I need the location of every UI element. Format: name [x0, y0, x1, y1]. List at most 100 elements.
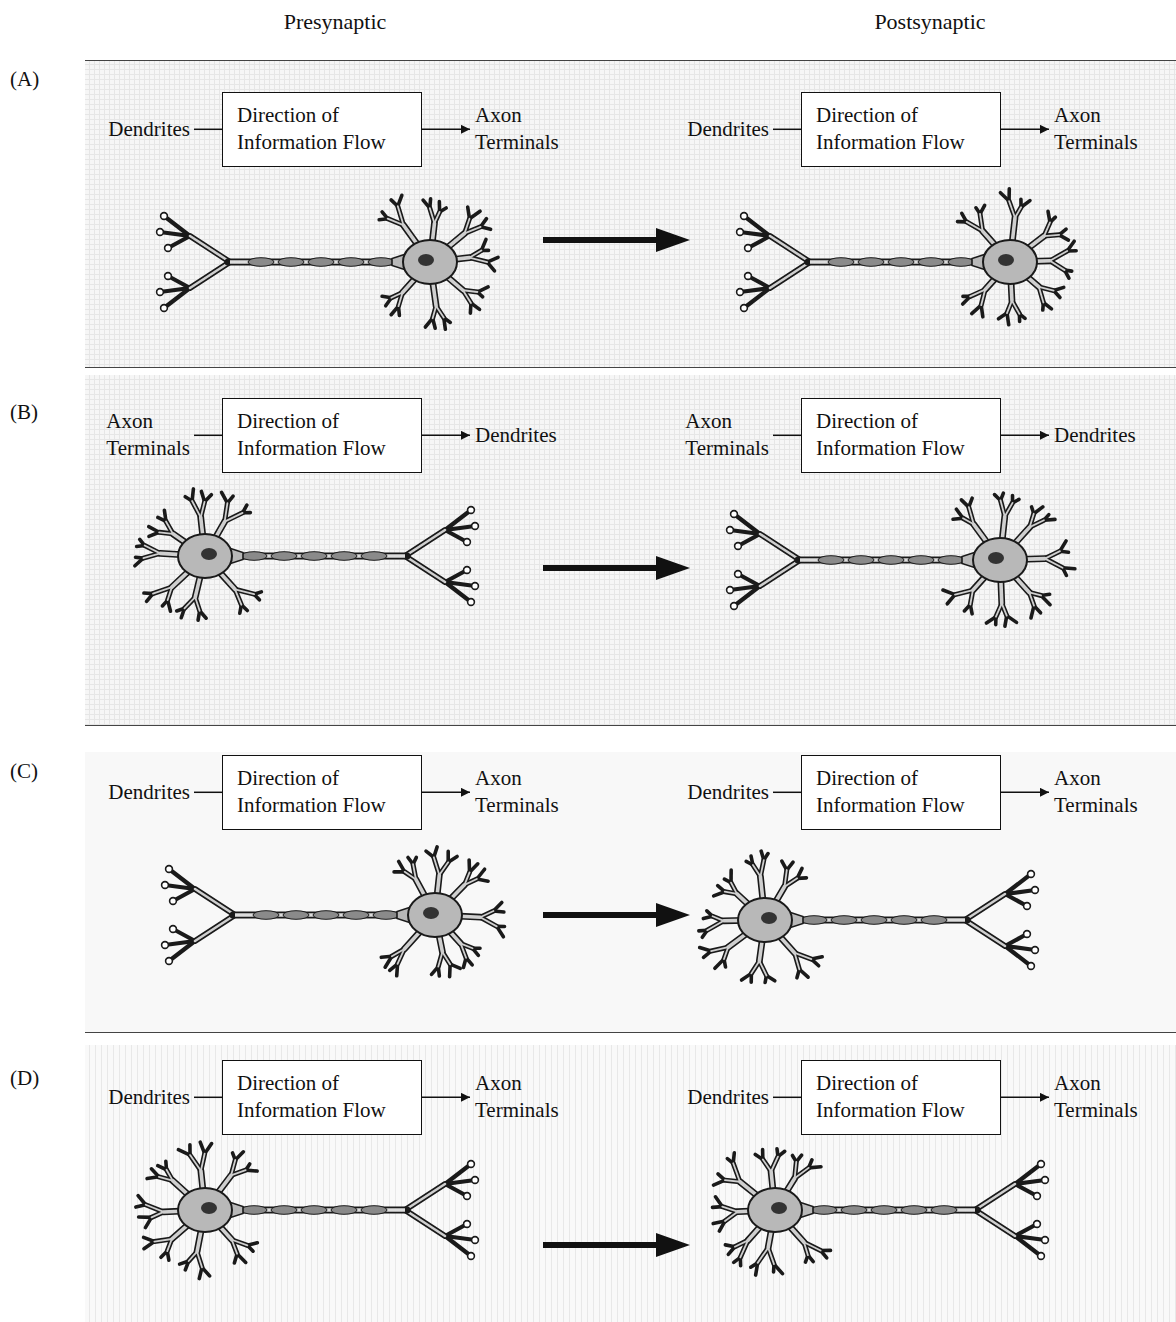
- neurite-core: [1002, 517, 1005, 541]
- neurite: [733, 1163, 740, 1182]
- neurite: [379, 219, 387, 220]
- neurite: [160, 288, 190, 292]
- axon: [227, 553, 407, 560]
- neurite: [730, 530, 760, 534]
- neurite: [438, 202, 442, 212]
- neurite-core: [434, 857, 440, 875]
- neurite: [763, 1159, 771, 1171]
- neurite: [715, 959, 724, 968]
- box-text: Direction of Information Flow: [237, 765, 407, 820]
- myelin-sheaths: [241, 552, 387, 561]
- neurite: [444, 318, 451, 323]
- neurite-fill: [146, 1154, 445, 1268]
- terminal-buttons: [727, 511, 742, 610]
- neurite: [192, 501, 201, 517]
- neurite: [976, 208, 980, 214]
- neurite-core: [967, 222, 983, 231]
- neurite: [1002, 603, 1007, 615]
- myelin-sheaths: [828, 258, 974, 267]
- terminal-button: [166, 958, 173, 965]
- neurite: [205, 1144, 212, 1154]
- terminal-button: [166, 866, 173, 873]
- neurite: [758, 1248, 769, 1263]
- neurite: [136, 556, 144, 560]
- myelin-sheath: [308, 258, 334, 267]
- neurite: [433, 318, 436, 328]
- neurite-core: [1044, 222, 1050, 236]
- neurite: [225, 513, 243, 522]
- neurite: [1000, 193, 1009, 201]
- myelin-sheath: [901, 1206, 927, 1215]
- neurite: [386, 298, 392, 306]
- neurite: [391, 306, 398, 315]
- nucleus: [761, 912, 777, 924]
- neurite: [733, 1153, 734, 1163]
- neurite: [764, 854, 768, 861]
- box-text: Direction of Information Flow: [816, 765, 986, 820]
- neurite: [177, 608, 185, 611]
- cell-body: [983, 240, 1037, 284]
- neurite: [1005, 890, 1035, 894]
- flow-leader: [773, 435, 801, 437]
- neurite: [1044, 222, 1050, 236]
- neurite-fill: [770, 201, 1067, 314]
- flow-box: Direction of Information Flow: [801, 92, 1001, 167]
- terminal-button: [731, 603, 738, 610]
- nucleus: [988, 552, 1004, 564]
- myelin-sheath: [861, 916, 887, 925]
- neurite-core: [143, 553, 160, 558]
- neurite: [770, 262, 810, 288]
- neurite: [138, 1196, 146, 1205]
- neurite: [164, 1161, 168, 1169]
- neurite: [970, 604, 972, 613]
- column-heading: Postsynaptic: [874, 8, 985, 37]
- neurite: [160, 232, 190, 236]
- neurite: [497, 925, 505, 929]
- neurite: [154, 1239, 171, 1242]
- neurite: [760, 534, 800, 560]
- terminal-button: [165, 273, 172, 280]
- myelin-sheaths: [801, 916, 947, 925]
- myelin-sheath: [368, 258, 394, 267]
- neurite: [994, 617, 998, 625]
- part-name: Dendrites: [108, 1084, 190, 1111]
- flow-leader: [422, 792, 470, 794]
- myelin-sheath: [283, 911, 309, 920]
- neurite: [405, 556, 445, 582]
- neurite: [713, 1221, 725, 1223]
- neurite-core: [159, 532, 173, 534]
- panel-letter: (A): [10, 66, 39, 93]
- neuron-drawing: [135, 489, 479, 620]
- terminal-button: [1038, 1161, 1045, 1168]
- neurite: [1045, 551, 1060, 558]
- flow-leader: [422, 435, 470, 437]
- neurite: [1005, 946, 1035, 950]
- neurite: [770, 236, 810, 262]
- neurite-core: [1050, 261, 1065, 270]
- panel-rule: [85, 367, 1176, 368]
- flow-leader: [1001, 435, 1049, 437]
- terminal-button: [1024, 931, 1031, 938]
- neurite-core: [955, 590, 973, 594]
- neurite-core: [463, 290, 471, 303]
- neurite: [473, 946, 480, 950]
- neurite: [466, 958, 472, 965]
- neurite-core: [461, 944, 473, 949]
- neuron-drawings: [135, 189, 1076, 1279]
- neurite-core: [760, 860, 763, 876]
- neurite-core: [963, 518, 974, 524]
- neurite-core: [442, 952, 450, 964]
- neurite-fill: [722, 1157, 1015, 1265]
- neurite: [970, 590, 973, 604]
- neurite: [1060, 541, 1066, 551]
- neurite: [426, 851, 434, 857]
- flow-box: Direction of Information Flow: [222, 755, 422, 830]
- flow-leader: [1001, 792, 1049, 794]
- neurite: [1005, 503, 1013, 517]
- myelin-sheath: [938, 556, 964, 565]
- neurite: [729, 870, 733, 883]
- axon: [798, 557, 978, 564]
- neurite: [713, 916, 724, 921]
- neurite-core: [711, 947, 728, 951]
- neurite: [759, 940, 762, 961]
